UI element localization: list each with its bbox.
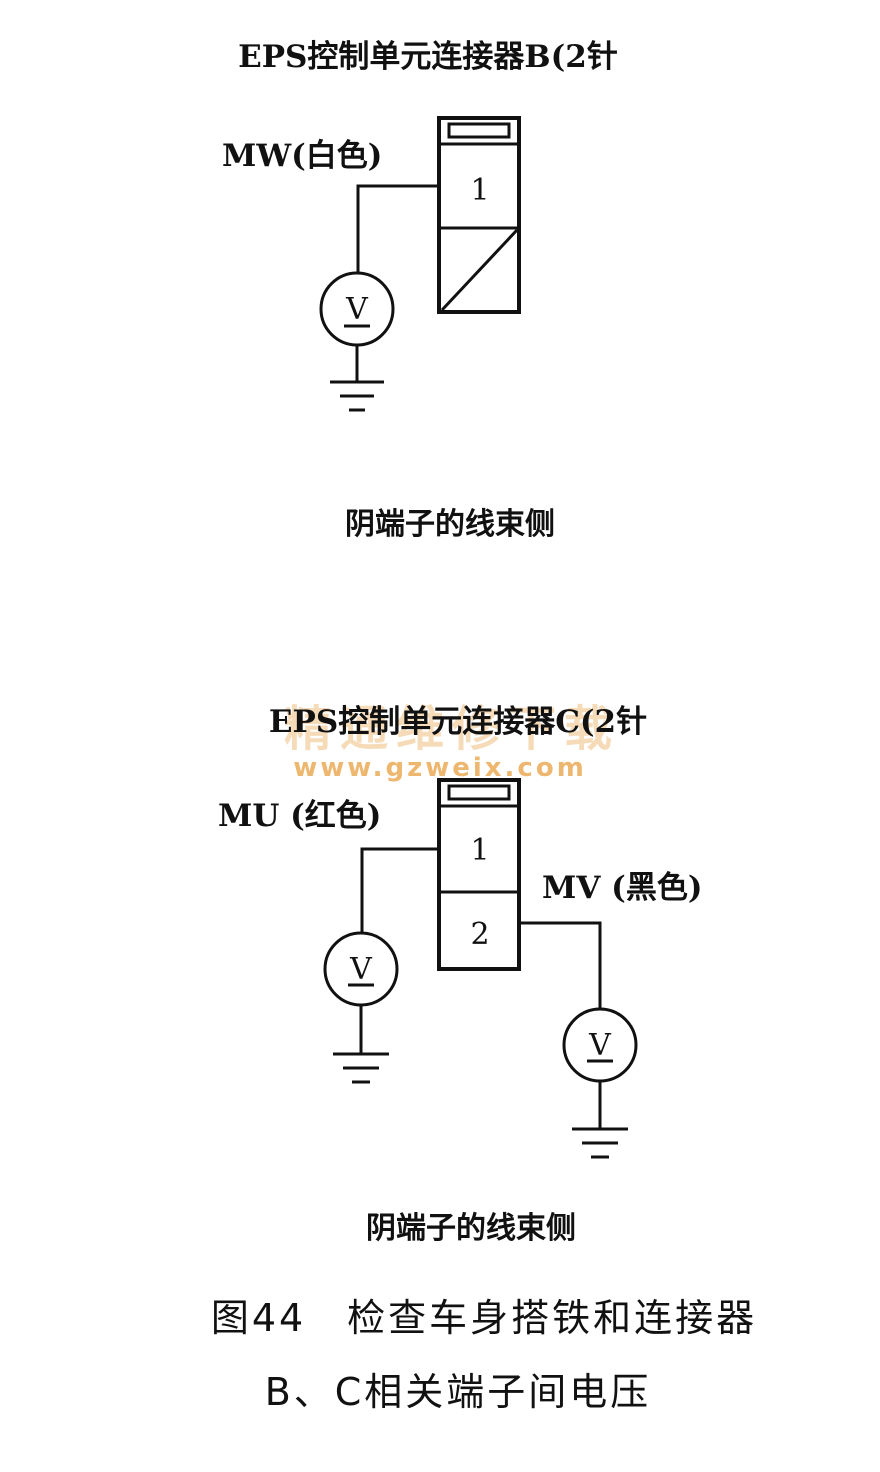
connector-b-housing — [437, 116, 521, 314]
connector-b-wire-label: MW(白色) — [222, 138, 382, 174]
connector-c-wire-2 — [519, 921, 602, 1009]
connector-c-meter1-symbol: V — [349, 952, 373, 987]
connector-b-side-label: 阴端子的线束侧 — [345, 507, 555, 542]
connector-c-housing — [437, 778, 521, 971]
figure-caption-line-2: B、C相关端子间电压 — [265, 1370, 652, 1414]
connector-b-meter-symbol: V — [345, 292, 369, 327]
connector-c-pin-2: 2 — [470, 917, 489, 952]
ground-icon — [572, 1127, 628, 1159]
connector-b-diagram: EPS控制单元连接器B(2针 MW(白色) 1 V 阴端子的线束侧 — [222, 39, 618, 542]
watermark: 精通维修下载 www.gzweix.com — [284, 701, 620, 783]
watermark-cn: 精通维修下载 — [284, 701, 620, 757]
ground-icon — [330, 380, 384, 412]
connector-b-wire — [356, 184, 439, 273]
connector-c-wire2-label: MV (黑色) — [542, 870, 703, 906]
connector-c-meter2-symbol: V — [588, 1028, 612, 1063]
connector-c-side-label: 阴端子的线束侧 — [366, 1211, 576, 1246]
figure-caption-line-1: 图44 检查车身搭铁和连接器 — [211, 1296, 757, 1340]
ground-icon — [333, 1052, 389, 1084]
connector-c-diagram: EPS控制单元连接器C(2针 MU (红色) 1 2 MV (黑色) V — [218, 704, 703, 1246]
connector-b-title: EPS控制单元连接器B(2针 — [238, 39, 618, 75]
connector-b-pin-1: 1 — [470, 173, 489, 208]
connector-c-title: EPS控制单元连接器C(2针 — [269, 704, 647, 740]
connector-c-pin-1: 1 — [470, 833, 489, 868]
connector-c-wire1-label: MU (红色) — [218, 798, 381, 834]
connector-c-wire-1 — [360, 847, 439, 933]
